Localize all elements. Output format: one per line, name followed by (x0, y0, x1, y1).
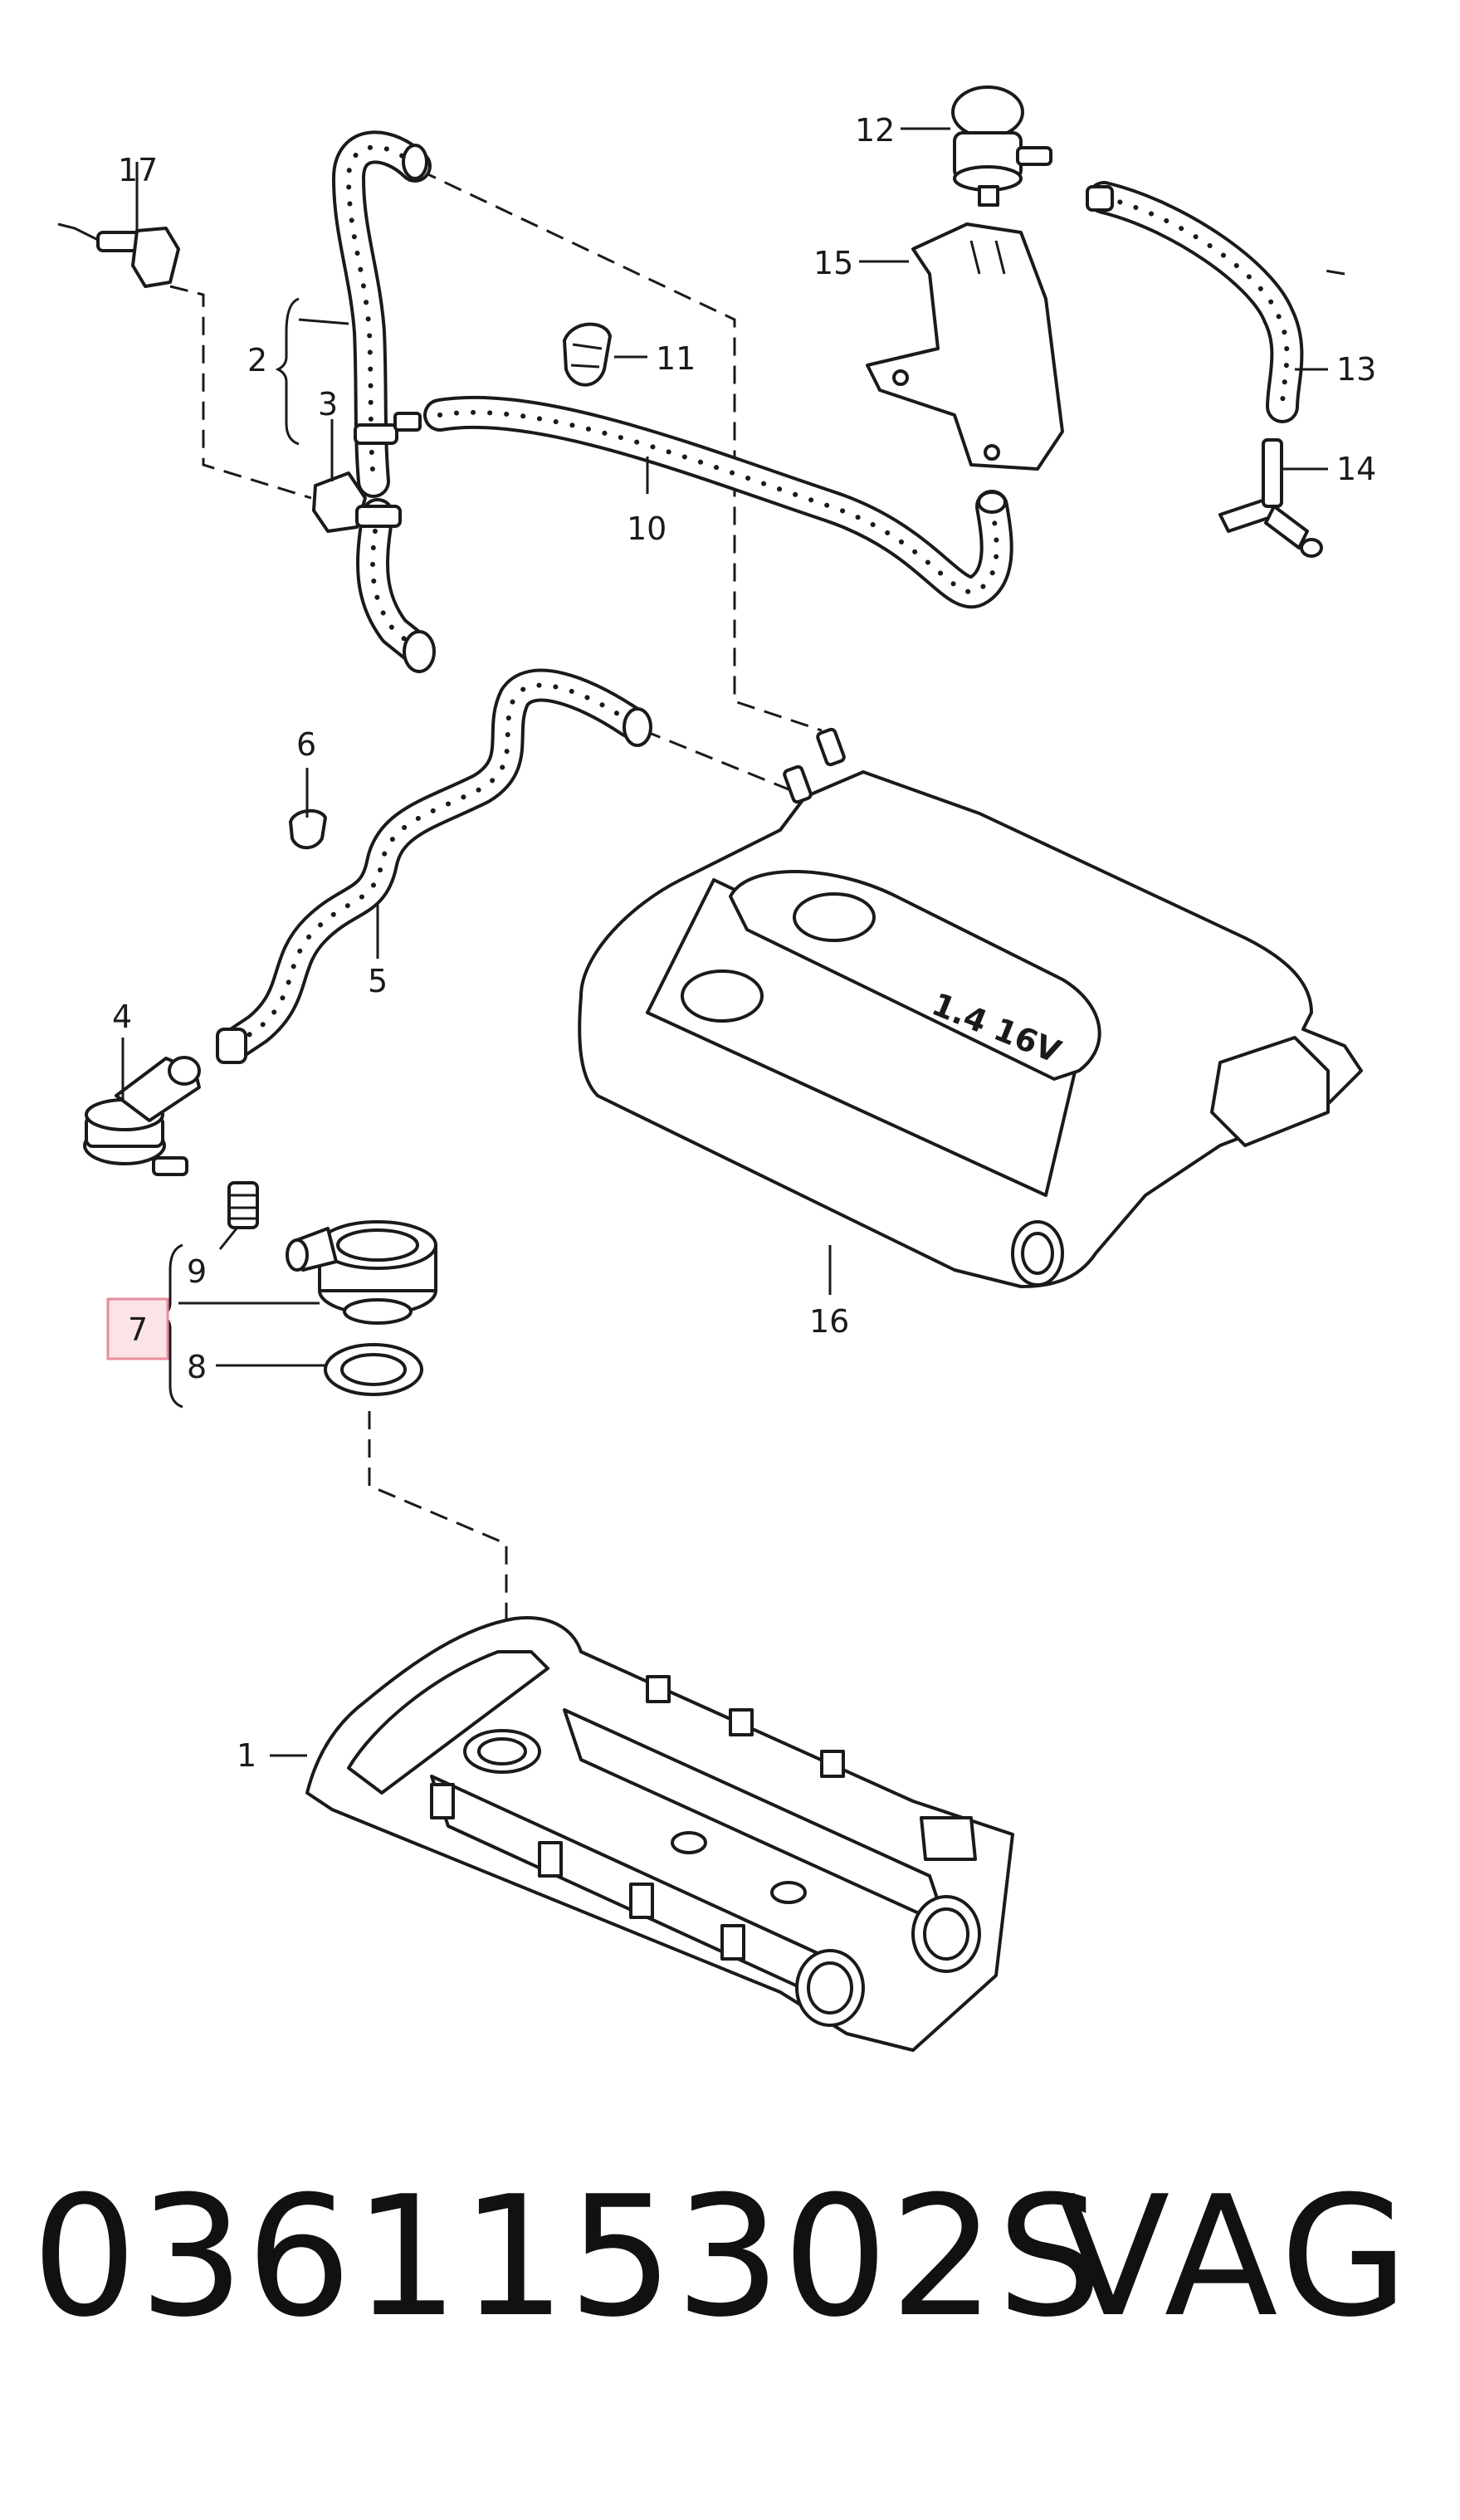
callout-14: 14 (1336, 451, 1376, 487)
part-15-bracket (866, 222, 1064, 471)
part-10-hose (423, 395, 1013, 609)
brand-name: VAG (1056, 2161, 1414, 2354)
callout-1: 1 (237, 1737, 256, 1774)
part-6-clip (289, 808, 327, 850)
part-5-hose (216, 668, 652, 1064)
callout-17: 17 (118, 152, 158, 188)
callout-16: 16 (809, 1303, 849, 1340)
callout-5: 5 (368, 963, 388, 999)
callout-8: 8 (187, 1349, 207, 1385)
part-7-oil-filler-neck (286, 1220, 437, 1325)
callout-2: 2 (247, 342, 267, 378)
callout-15: 15 (813, 245, 853, 281)
callout-6: 6 (296, 726, 316, 763)
leader-lines (121, 127, 1328, 1757)
callout-7: 7 (128, 1311, 148, 1348)
part-3-t-fitting (312, 471, 367, 533)
part-17-connector (57, 222, 180, 288)
part-2-breather-hose (332, 130, 436, 673)
part-11-clip (563, 322, 612, 387)
part-4-pcv-valve (83, 1056, 201, 1176)
callout-10: 10 (627, 510, 667, 547)
callout-3: 3 (318, 386, 338, 422)
part-16-engine-cover: 1.4 16V (578, 727, 1363, 1288)
assembly-lines (169, 168, 1345, 1702)
highlight-box-callout-7 (106, 1297, 169, 1360)
part-12-valve (951, 85, 1052, 207)
callout-11: 11 (656, 340, 696, 377)
part-number: 036115302S (32, 2161, 1105, 2354)
callout-labels: 17 2 3 11 10 12 15 13 14 6 5 4 9 7 8 16 … (112, 112, 1376, 1774)
part-8-seal-ring (324, 1343, 423, 1396)
callout-13: 13 (1336, 351, 1376, 388)
callout-9: 9 (187, 1253, 207, 1290)
exploded-parts-diagram: 1.4 16V (57, 85, 1376, 2052)
part-9-nipple (227, 1181, 259, 1229)
part-14-t-piece (1218, 438, 1323, 558)
callout-4: 4 (112, 999, 132, 1035)
part-1-cylinder-head-cover (305, 1616, 1014, 2052)
part-13-hose (1086, 181, 1304, 423)
callout-12: 12 (855, 112, 895, 149)
